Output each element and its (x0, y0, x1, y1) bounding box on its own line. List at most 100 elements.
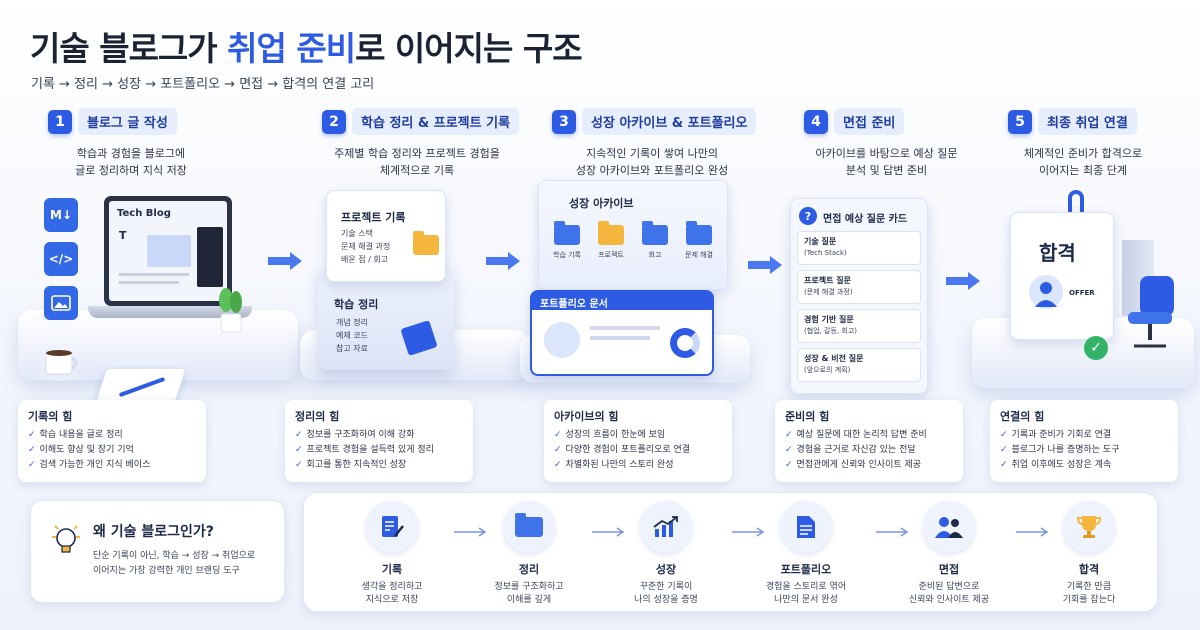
flow-item: 성장 꾸준한 기록이 나의 성장을 증명 (601, 501, 731, 607)
flow-arrow-icon (1016, 527, 1049, 537)
question-list: 기술 질문(Tech Stack) 프로젝트 질문(문제 해결 과정) 경험 기… (797, 231, 921, 382)
flow-desc: 정보를 구조화하고 이해를 깊게 (494, 582, 564, 605)
step-number: 5 (1008, 109, 1032, 134)
office-chair-icon (1120, 276, 1184, 350)
flow-item: 정리 정보를 구조화하고 이해를 깊게 (464, 501, 594, 607)
flow-label: 합격 (1078, 563, 1100, 576)
step-description: 체계적인 준비가 합격으로 이어지는 최종 단계 (1023, 147, 1143, 177)
info-item: 정보를 구조화하여 이해 강화 (295, 428, 463, 443)
info-card: 아카이브의 힘 성장의 흐름이 한눈에 보임다양한 경험이 포트폴리오로 연결차… (544, 400, 732, 482)
archive-folder: 프로젝트 (593, 221, 629, 262)
step-title: 학습 정리 & 프로젝트 기록 (352, 108, 520, 135)
arrow-right-icon (486, 252, 520, 270)
archive-folder: 학습 기록 (549, 221, 585, 262)
flow-desc: 기록한 만큼 기회를 잡는다 (1062, 582, 1116, 605)
info-card: 정리의 힘 정보를 구조화하여 이해 강화프로젝트 경험을 설득력 있게 정리회… (285, 400, 473, 482)
growth-chart-icon (640, 501, 692, 553)
step-number: 4 (804, 109, 828, 134)
archive-folder: 회고 (637, 221, 673, 262)
project-item: 배운 점 / 회고 (341, 255, 389, 264)
book-icon (400, 320, 438, 356)
flow-desc: 꾸준한 기록이 나의 성장을 증명 (634, 582, 698, 605)
info-item: 이해도 향상 및 장기 기억 (28, 443, 196, 458)
step-title: 블로그 글 작성 (78, 108, 177, 135)
coffee-cup-icon (40, 346, 80, 381)
step-number: 2 (322, 109, 346, 134)
step-description: 주제별 학습 정리와 프로젝트 경험을 체계적으로 기록 (334, 147, 500, 177)
folder-icon (642, 221, 668, 245)
folder-icon (554, 221, 580, 245)
step-description: 아카이브를 바탕으로 예상 질문 분석 및 답변 준비 (815, 147, 958, 177)
step-title: 면접 준비 (834, 108, 905, 135)
archive-card: 성장 아카이브 학습 기록 프로젝트 회고 문제 해결 (538, 180, 728, 290)
study-item: 참고 자료 (336, 344, 368, 353)
arrow-right-icon (748, 256, 782, 274)
image-placeholder (147, 235, 191, 267)
info-item: 다양한 경험이 포트폴리오로 연결 (554, 443, 722, 458)
laptop-base (88, 306, 252, 318)
folder-icon (503, 501, 555, 553)
study-item: 예제 코드 (336, 331, 368, 340)
info-item: 차별화된 나만의 스토리 완성 (554, 458, 722, 473)
flow-desc: 준비된 답변으로 신뢰와 인사이트 제공 (908, 582, 990, 605)
lightbulb-icon (51, 523, 80, 561)
info-item: 예상 질문에 대한 논리적 답변 준비 (785, 428, 953, 443)
study-card-list: 개념 정리 예제 코드 참고 자료 (336, 316, 368, 355)
question-item: 경험 기반 질문(협업, 갈등, 회고) (797, 309, 921, 343)
info-card: 연결의 힘 기록과 준비가 기회로 연결블로그가 나를 증명하는 도구취업 이후… (990, 400, 1178, 482)
question-mark-icon: ? (799, 207, 817, 225)
info-card: 기록의 힘 학습 내용을 글로 정리이해도 향상 및 장기 기억검색 가능한 개… (18, 400, 206, 482)
flow-arrow-icon (876, 527, 909, 537)
flow-item: 기록 생각을 정리하고 지식으로 저장 (327, 501, 457, 607)
interview-title: 면접 예상 질문 카드 (823, 214, 908, 225)
archive-folder: 문제 해결 (681, 221, 717, 262)
info-item: 취업 이후에도 성장은 계속 (1000, 458, 1168, 473)
lanyard (1068, 190, 1084, 216)
folder-icon (686, 221, 712, 245)
side-icons: M↓ </> (44, 198, 78, 320)
project-card-list: 기술 스택 문제 해결 과정 배운 점 / 회고 (341, 227, 390, 266)
page-subtitle: 기록 → 정리 → 성장 → 포트폴리오 → 면접 → 합격의 연결 고리 (31, 77, 375, 92)
project-item: 문제 해결 과정 (341, 242, 391, 251)
flow-arrow-icon (592, 527, 625, 537)
arrow-right-icon (268, 252, 302, 270)
question-item: 기술 질문(Tech Stack) (797, 231, 921, 265)
flow-arrow-icon (732, 527, 765, 537)
info-title: 아카이브의 힘 (554, 410, 619, 423)
info-title: 정리의 힘 (295, 410, 340, 423)
study-item: 개념 정리 (336, 318, 368, 327)
info-item: 프로젝트 경험을 설득력 있게 정리 (295, 443, 463, 458)
archive-title: 성장 아카이브 (569, 197, 634, 210)
info-item: 검색 가능한 개인 지식 베이스 (28, 458, 196, 473)
step-description: 학습과 경험을 블로그에 글로 정리하며 지식 저장 (75, 147, 187, 177)
laptop-label: Tech Blog (117, 208, 171, 219)
info-item: 블로그가 나를 증명하는 도구 (1000, 443, 1168, 458)
pass-label: 합격 (1039, 241, 1076, 265)
avatar (544, 322, 580, 358)
study-card-title: 학습 정리 (334, 298, 379, 311)
info-item: 면접관에게 신뢰와 인사이트 제공 (785, 458, 953, 473)
why-title: 왜 기술 블로그인가? (93, 524, 214, 540)
info-item: 학습 내용을 글로 정리 (28, 428, 196, 443)
why-panel: 왜 기술 블로그인가? 단순 기록이 아닌, 학습 → 성장 → 취업으로 이어… (30, 500, 285, 603)
pencil-doc-icon (366, 501, 418, 553)
flow-label: 기록 (381, 563, 403, 576)
interview-people-icon (923, 501, 975, 553)
question-item: 프로젝트 질문(문제 해결 과정) (797, 270, 921, 304)
flow-panel: 기록 생각을 정리하고 지식으로 저장 정리 정보를 구조화하고 이해를 깊게 … (303, 492, 1158, 612)
pie-chart-icon (670, 328, 700, 358)
step-description: 지속적인 기록이 쌓여 나만의 성장 아카이브와 포트폴리오 완성 (575, 147, 729, 177)
info-title: 기록의 힘 (28, 410, 73, 423)
step-number: 3 (552, 109, 576, 134)
flow-label: 포트폴리오 (780, 563, 832, 576)
flow-label: 성장 (655, 563, 677, 576)
project-card: 프로젝트 기록 기술 스택 문제 해결 과정 배운 점 / 회고 (326, 190, 446, 282)
study-card: 학습 정리 개념 정리 예제 코드 참고 자료 (318, 268, 454, 370)
person-icon (1029, 275, 1063, 309)
step-title: 성장 아카이브 & 포트폴리오 (582, 108, 757, 135)
